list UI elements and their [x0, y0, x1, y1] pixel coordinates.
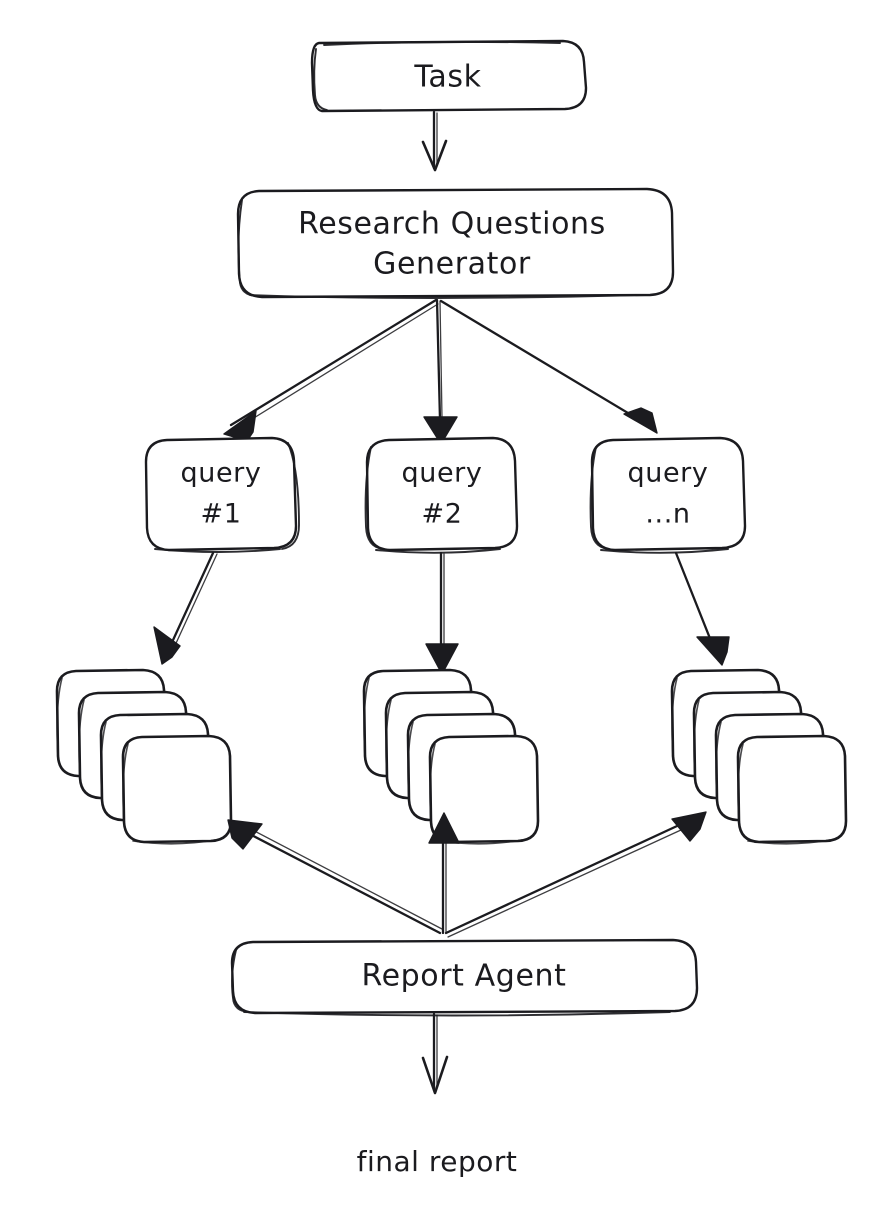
- final-report-label: final report: [357, 1145, 518, 1178]
- node-report-agent-label: Report Agent: [362, 959, 567, 994]
- node-query-2[interactable]: query #2: [364, 436, 519, 554]
- edge-generator-to-query1: [223, 298, 439, 442]
- results-stack-3[interactable]: [670, 668, 848, 845]
- node-query2-label-line2: #2: [421, 499, 462, 530]
- results-stack-1[interactable]: [55, 668, 233, 845]
- node-final-report: final report: [357, 1145, 518, 1178]
- node-query-n[interactable]: query ...n: [589, 436, 747, 554]
- edge-queryn-to-stack3: [674, 551, 730, 666]
- edge-generator-to-query2: [423, 298, 458, 445]
- node-research-questions-generator[interactable]: Research Questions Generator: [236, 187, 675, 299]
- node-queryn-label-line1: query: [628, 458, 709, 489]
- node-queryn-label-line2: ...n: [645, 499, 690, 530]
- node-task[interactable]: Task: [310, 39, 588, 113]
- edge-report-to-final-report: [421, 1012, 449, 1095]
- node-task-label: Task: [413, 60, 481, 95]
- node-query1-label-line2: #1: [200, 499, 241, 530]
- node-query2-label-line1: query: [402, 458, 483, 489]
- node-generator-label-line2: Generator: [373, 247, 531, 282]
- results-stack-2[interactable]: [362, 668, 540, 845]
- node-query-1[interactable]: query #1: [144, 436, 300, 553]
- node-generator-label-line1: Research Questions: [298, 207, 606, 242]
- node-report-agent[interactable]: Report Agent: [230, 938, 699, 1017]
- edge-report-to-stack3: [444, 811, 707, 938]
- edge-generator-to-query3: [439, 299, 658, 434]
- edge-query1-to-stack1: [153, 551, 218, 665]
- node-query1-label-line1: query: [181, 458, 262, 489]
- edge-query2-to-stack2: [425, 551, 459, 675]
- edge-task-to-generator: [421, 110, 448, 172]
- edge-report-to-stack1: [227, 819, 443, 935]
- edge-report-to-stack2: [428, 812, 460, 935]
